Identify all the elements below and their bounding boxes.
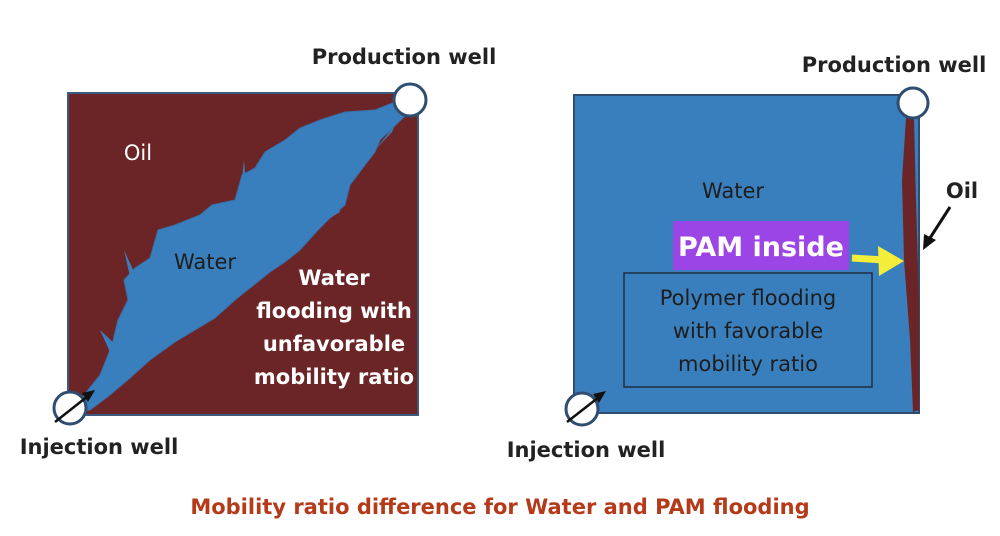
left-caption-line-2: flooding with (256, 299, 412, 323)
left-water-spike-1 (240, 160, 247, 198)
footer-title: Mobility ratio difference for Water and … (190, 495, 809, 519)
right-caption-line-2: with favorable (673, 319, 823, 343)
pam-yellow-arrow-head (878, 246, 904, 276)
left-caption-line-4: mobility ratio (254, 365, 414, 389)
right-caption-line-1: Polymer flooding (660, 286, 836, 310)
right-oil-label: Oil (946, 179, 978, 203)
right-oil-band (902, 118, 919, 412)
right-water-label: Water (702, 179, 764, 203)
left-water-spike-2 (124, 250, 140, 290)
right-injection-arrow-shaft (566, 396, 600, 423)
left-water-spike-4 (100, 330, 116, 352)
right-caption-line-3: mobility ratio (678, 352, 818, 376)
left-oil-label: Oil (124, 141, 152, 165)
right-production-well-icon (896, 86, 930, 120)
pam-inside-highlight (673, 221, 849, 270)
right-injection-well-label: Injection well (507, 438, 666, 462)
left-caption-line-1: Water (298, 266, 370, 290)
pam-inside-label: PAM inside (678, 232, 844, 263)
right-panel: Production well Oil Water PAM inside Pol… (507, 53, 987, 462)
left-panel: Production well Injection well Oil Water… (20, 45, 497, 459)
right-caption-box (623, 272, 873, 388)
left-caption-line-3: unfavorable (263, 332, 405, 356)
right-production-well-label: Production well (802, 53, 987, 77)
right-oil-arrow-head (923, 234, 936, 250)
left-water-spike-3 (330, 180, 340, 218)
left-production-well-label: Production well (312, 45, 497, 69)
left-production-well-icon (392, 82, 428, 118)
right-injection-arrow-head (593, 391, 606, 403)
left-water-label: Water (174, 250, 236, 274)
left-injection-well-label: Injection well (20, 435, 179, 459)
left-injection-arrow-shaft (54, 395, 89, 423)
left-water-spike-5 (375, 125, 395, 150)
left-injection-arrow-head (82, 390, 95, 402)
right-oil-arrow-shaft (928, 206, 952, 239)
